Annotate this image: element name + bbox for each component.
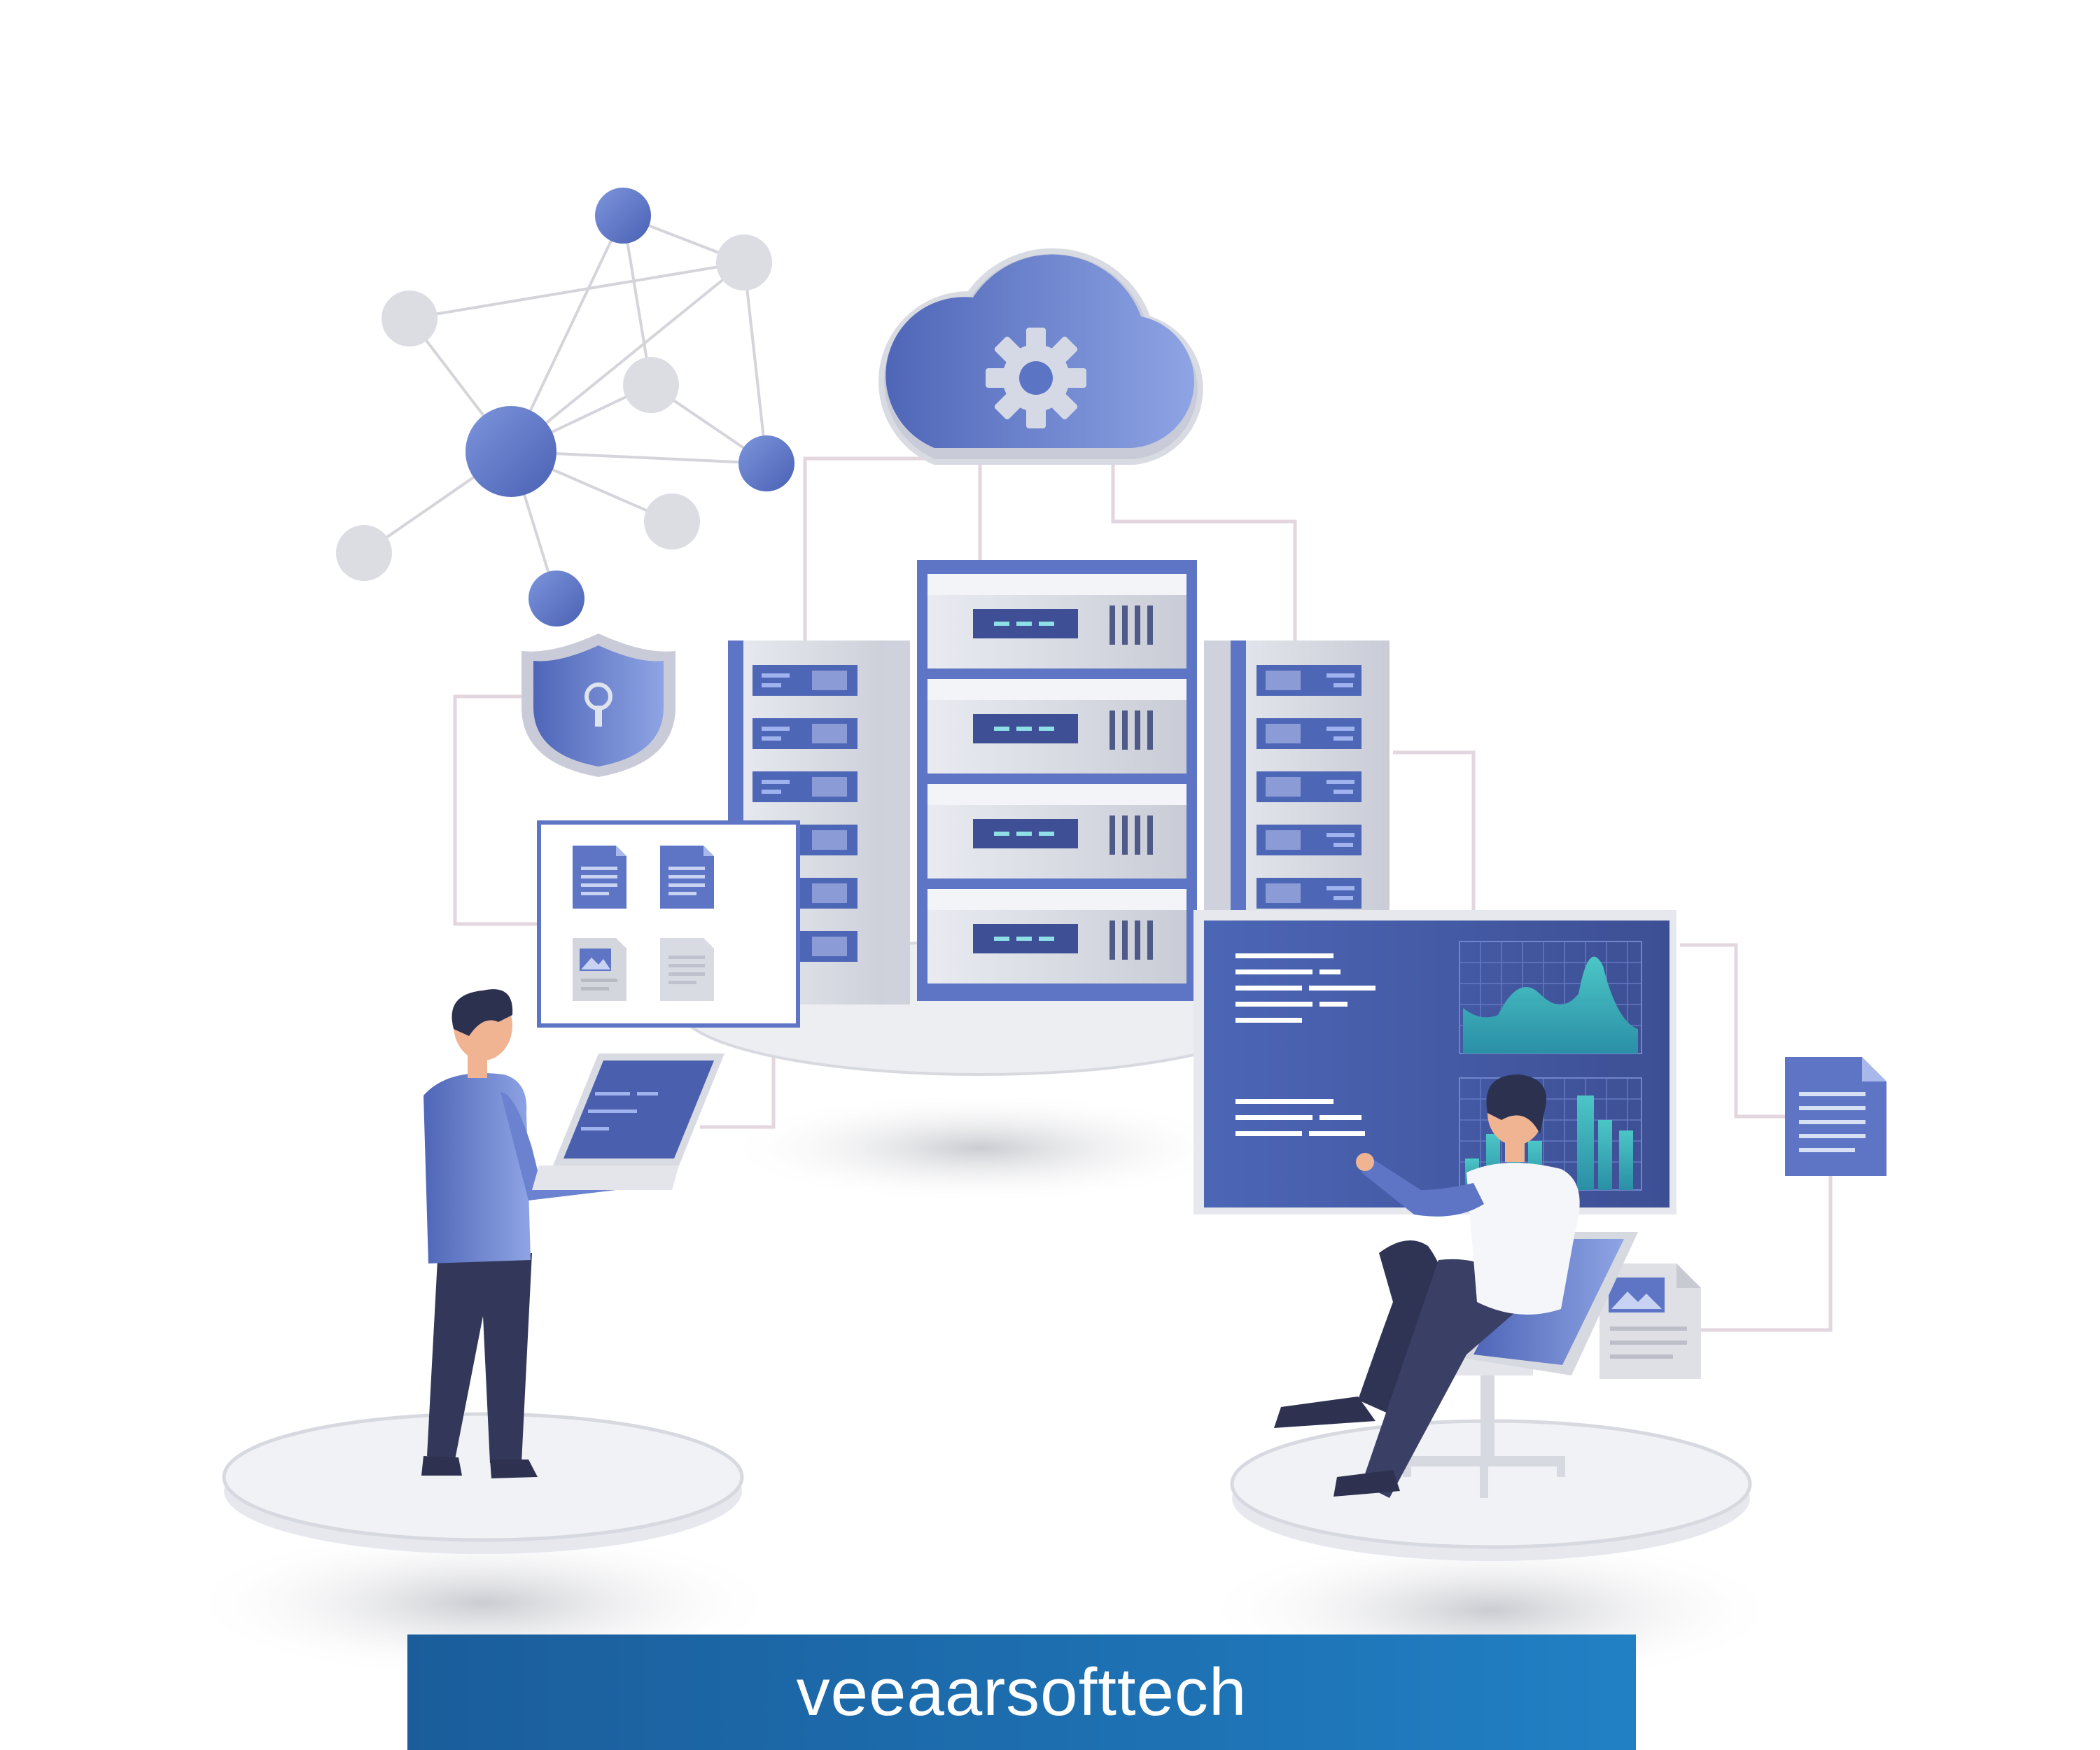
image-file-icon bbox=[573, 938, 626, 1001]
center-shadow bbox=[721, 1092, 1239, 1204]
left-platform bbox=[222, 1412, 744, 1554]
standing-person bbox=[421, 989, 724, 1478]
brand-banner: veeaarsofttech bbox=[407, 1634, 1636, 1750]
file-browser-panel bbox=[537, 820, 800, 1028]
document-icon bbox=[1785, 1057, 1886, 1176]
server-rack-center bbox=[917, 560, 1197, 1001]
dashboard-monitor bbox=[1194, 910, 1676, 1214]
document-icon bbox=[660, 938, 714, 1001]
image-file-icon bbox=[1600, 1264, 1701, 1379]
network-graph-icon bbox=[336, 188, 794, 626]
shield-lock-icon bbox=[522, 634, 676, 777]
right-platform bbox=[1230, 1419, 1752, 1561]
connector-lines bbox=[453, 448, 1833, 1332]
cloud-gear-icon bbox=[878, 248, 1203, 465]
document-icon bbox=[660, 846, 714, 909]
seated-person bbox=[1274, 1074, 1638, 1498]
document-icon bbox=[573, 846, 626, 909]
area-graph-widget bbox=[1459, 941, 1642, 1054]
brand-label: veeaarsofttech bbox=[796, 1654, 1247, 1730]
laptop-icon bbox=[532, 1054, 724, 1190]
